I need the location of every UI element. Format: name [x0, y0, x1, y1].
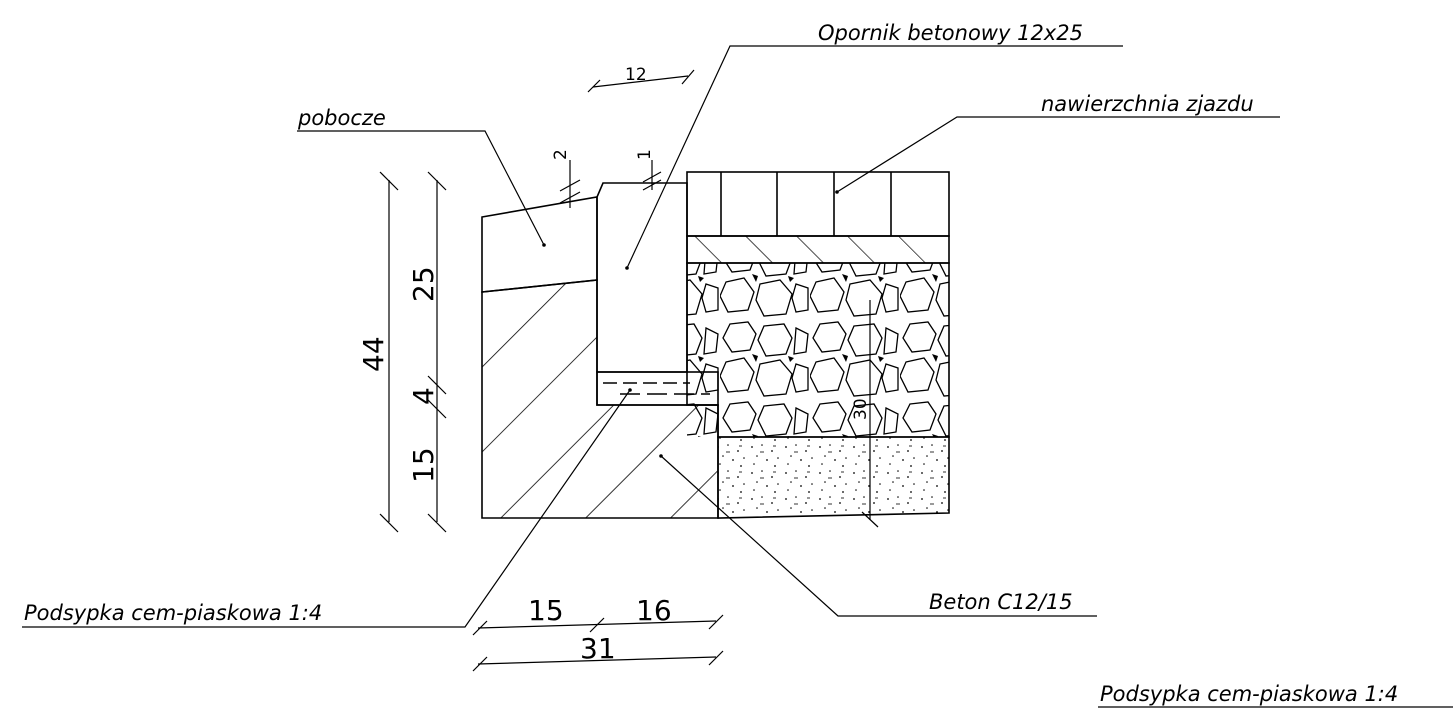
label-beton: Beton C12/15 — [929, 590, 1073, 614]
dim-curb-height: 25 — [407, 266, 440, 302]
dim-top-width: 12 — [625, 65, 647, 85]
top-dimensions — [559, 69, 695, 208]
dim-offset-2: 2 — [551, 149, 571, 160]
label-opornik: Opornik betonowy 12x25 — [818, 21, 1083, 45]
label-nawierzchnia: nawierzchnia zjazdu — [1041, 92, 1254, 116]
shoulder — [481, 196, 598, 293]
label-podsypka-bottom: Podsypka cem-piaskowa 1:4 — [1100, 682, 1398, 706]
dim-sub-base: 30 — [851, 398, 871, 420]
dim-bottom-left: 15 — [528, 594, 564, 627]
base-course — [686, 235, 950, 264]
label-podsypka: Podsypka cem-piaskowa 1:4 — [24, 601, 322, 625]
vertical-dimensions — [379, 171, 447, 533]
driveway-paving — [686, 171, 950, 237]
aggregate-subbase — [686, 262, 950, 438]
label-pobocze: pobocze — [297, 106, 386, 130]
leader-lines — [22, 45, 1453, 708]
dim-bedding-height: 4 — [407, 387, 440, 405]
sand-layer — [717, 436, 950, 519]
dim-bottom-total: 31 — [580, 632, 616, 665]
dim-offset-1: 1 — [635, 149, 655, 160]
dim-total-height: 44 — [357, 336, 390, 372]
dim-bottom-right: 16 — [636, 594, 672, 627]
bottom-dimensions — [472, 614, 724, 672]
concrete-foundation — [481, 279, 719, 519]
dim-foundation-height: 15 — [407, 447, 440, 483]
concrete-curb — [596, 182, 688, 373]
